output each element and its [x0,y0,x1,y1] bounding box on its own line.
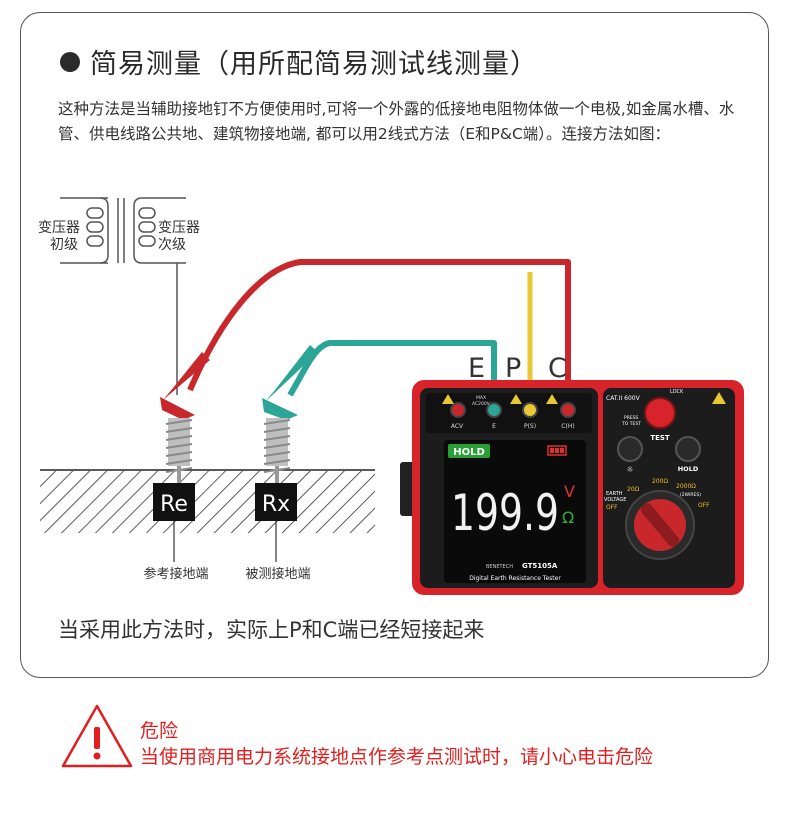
cat-rating-label: CAT.II 600V [606,395,641,402]
jack-label-p: P(S) [524,423,536,430]
measured-ground-label: 被测接地端 [245,566,310,582]
transformer-icon [60,197,186,395]
jack-label-e: E [492,423,496,430]
press-label-2: TO TEST [621,421,641,427]
reference-ground-label: 参考接地端 [143,566,208,582]
dial-label-20: 20Ω [627,486,640,493]
electrode-rx [255,483,297,521]
section-heading: 简易测量（用所配简易测试线测量） [60,42,538,81]
bullet-icon [60,51,80,72]
backlight-icon: ☼ [626,465,633,474]
dial-label-2000: 2000Ω [676,483,696,490]
display-unit-v: V [564,482,575,501]
backlight-button [617,436,643,462]
product-name-label: Digital Earth Resistance Tester [469,575,561,582]
warning-triangle-icon [442,394,454,404]
lock-label: LOCK [670,389,684,395]
warning-text: 当使用商用电力系统接地点作参考点测试时，请小心电击危险 [140,746,654,768]
conclusion-text: 当采用此方法时，实际上P和C端已经短接起来 [58,618,485,642]
section-title: 简易测量（用所配简易测试线测量） [90,49,538,80]
earth-resistance-tester [400,380,744,595]
transformer-primary-label-2: 初级 [50,236,78,253]
electrode-rx-label: Rx [262,492,290,517]
warning-triangle-icon [510,394,522,404]
dial-label-off-left: OFF [606,504,618,511]
rotary-dial-pointer [640,503,680,547]
jack-warning-1: MAX [476,395,486,401]
transformer-secondary-label-2: 次级 [158,237,186,253]
terminal-letter-e: E [468,353,485,384]
jack-label-acv: ACV [451,423,464,430]
test-label: TEST [650,434,670,442]
terminal-letter-c: C [548,353,567,384]
display-reading: 199.9 [451,484,559,542]
dial-label-earth: EARTH [606,491,623,497]
hold-button [675,436,701,462]
warning-triangle-icon [546,394,558,404]
dial-label-2wires: (2WIRES) [680,492,701,498]
model-label: GT5105A [522,562,558,570]
press-label-1: PRESS [624,415,639,421]
dial-label-off-right: OFF [698,502,710,509]
dial-label-voltage: VOLTAGE [604,497,626,503]
danger-warning-icon [61,704,133,768]
jack-label-c: C(H) [561,423,574,430]
hold-button-label: HOLD [678,465,699,473]
section-description: 这种方法是当辅助接地钉不方便使用时,可将一个外露的低接地电阻物体做一个电极,如金… [58,100,735,143]
lock-knob [644,397,676,429]
warning-title: 危险 [140,720,179,742]
transformer-primary-label-1: 变压器 [38,220,80,236]
green-probe-icon [262,345,318,486]
warning-triangle-icon [712,392,726,404]
display-hold-indicator: HOLD [453,447,485,458]
electrode-re-label: Re [160,492,188,517]
terminal-letter-p: P [505,353,521,384]
red-probe-icon [160,352,210,486]
jack-warning-2: AC200V [472,401,491,407]
dial-label-200: 200Ω [652,478,668,485]
electrode-re [153,483,195,521]
transformer-secondary-label-1: 变压器 [158,220,200,236]
brand-logo: BENETECH [486,564,513,570]
ground-hatch [40,469,375,533]
display-unit-ohm: Ω [562,508,574,527]
